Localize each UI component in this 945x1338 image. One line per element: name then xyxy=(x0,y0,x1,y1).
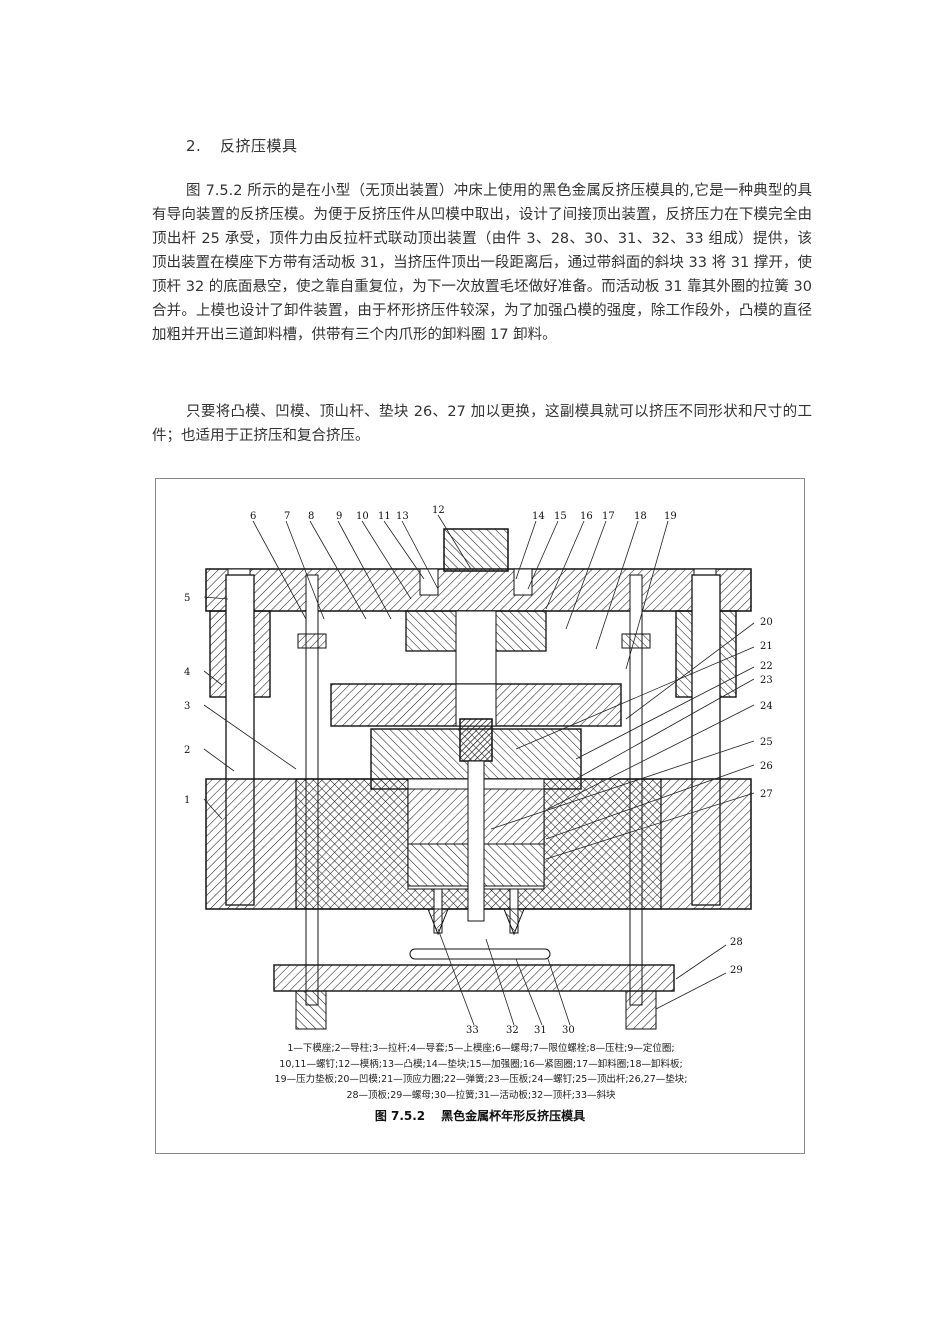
callout-5: 5 xyxy=(184,593,190,604)
callout-23: 23 xyxy=(760,675,773,686)
punch-holder xyxy=(405,568,547,722)
legend-line: 28—顶板;29—螺母;30—拉簧;31—活动板;32—顶杆;33—斜块 xyxy=(346,1089,616,1101)
callout-7: 7 xyxy=(284,511,290,522)
section-number: 2. xyxy=(186,137,202,155)
callout-28: 28 xyxy=(730,937,743,948)
callout-20: 20 xyxy=(760,617,773,628)
section-title: 反挤压模具 xyxy=(220,137,298,155)
callout-24: 24 xyxy=(760,701,773,712)
figure-title: 黑色金属杯年形反挤压模具 xyxy=(441,1109,586,1123)
callout-2: 2 xyxy=(184,745,190,756)
bottom-plate xyxy=(273,948,675,1030)
die-assembly-drawing: 6 7 8 9 10 11 13 12 14 15 16 17 18 19 5 … xyxy=(184,505,773,1036)
callout-27: 27 xyxy=(760,789,773,800)
callout-19: 19 xyxy=(664,511,677,522)
callout-21: 21 xyxy=(760,641,773,652)
callout-10: 10 xyxy=(356,511,369,522)
figure-caption: 图 7.5.2 黑色金属杯年形反挤压模具 xyxy=(156,1107,804,1124)
callout-16: 16 xyxy=(580,511,593,522)
callout-13: 13 xyxy=(396,511,409,522)
callout-6: 6 xyxy=(250,511,256,522)
upper-die-seat xyxy=(205,568,752,612)
callout-3: 3 xyxy=(184,701,190,712)
callout-8: 8 xyxy=(308,511,314,522)
ejector-pins xyxy=(427,888,525,936)
callout-4: 4 xyxy=(184,667,190,678)
legend-line: 10,11—螺钉;12—模柄;13—凸模;14—垫块;15—加强圈;16—紧固圈… xyxy=(279,1058,683,1070)
callout-26: 26 xyxy=(760,761,773,772)
lower-die-seat xyxy=(205,760,752,922)
callout-12: 12 xyxy=(432,505,445,516)
figure-number: 图 7.5.2 xyxy=(374,1109,426,1123)
callout-15: 15 xyxy=(554,511,567,522)
section-heading: 2. 反挤压模具 xyxy=(186,135,298,156)
callout-17: 17 xyxy=(602,511,615,522)
leader-lines xyxy=(203,514,755,1026)
legend-line: 19—压力垫板;20—凹模;21—顶应力圈;22—弹簧;23—压板;24—螺钉;… xyxy=(274,1074,688,1085)
callout-25: 25 xyxy=(760,737,773,748)
paragraph-2: 只要将凸模、凹模、顶山杆、垫块 26、27 加以更换，这副模具就可以挤压不同形状… xyxy=(152,404,812,444)
callout-9: 9 xyxy=(336,511,342,522)
callout-18: 18 xyxy=(634,511,647,522)
die-shank xyxy=(443,528,509,572)
callout-11: 11 xyxy=(378,511,391,522)
callout-30: 30 xyxy=(562,1025,575,1036)
callout-22: 22 xyxy=(760,661,773,672)
callout-32: 32 xyxy=(506,1025,519,1036)
callout-33: 33 xyxy=(466,1025,479,1036)
figure-legend: 1—下模座;2—导柱;3—拉杆;4—导套;5—上模座;6—螺母;7—限位螺栓;8… xyxy=(176,1041,786,1103)
callout-31: 31 xyxy=(534,1025,547,1036)
figure-frame: 6 7 8 9 10 11 13 12 14 15 16 17 18 19 5 … xyxy=(155,478,805,1154)
callout-14: 14 xyxy=(532,511,545,522)
paragraph-1: 图 7.5.2 所示的是在小型（无顶出装置）冲床上使用的黑色金属反挤压模具的,它… xyxy=(152,183,812,343)
callout-1: 1 xyxy=(184,795,190,806)
legend-line: 1—下模座;2—导柱;3—拉杆;4—导套;5—上模座;6—螺母;7—限位螺栓;8… xyxy=(287,1043,675,1054)
callout-29: 29 xyxy=(730,965,743,976)
